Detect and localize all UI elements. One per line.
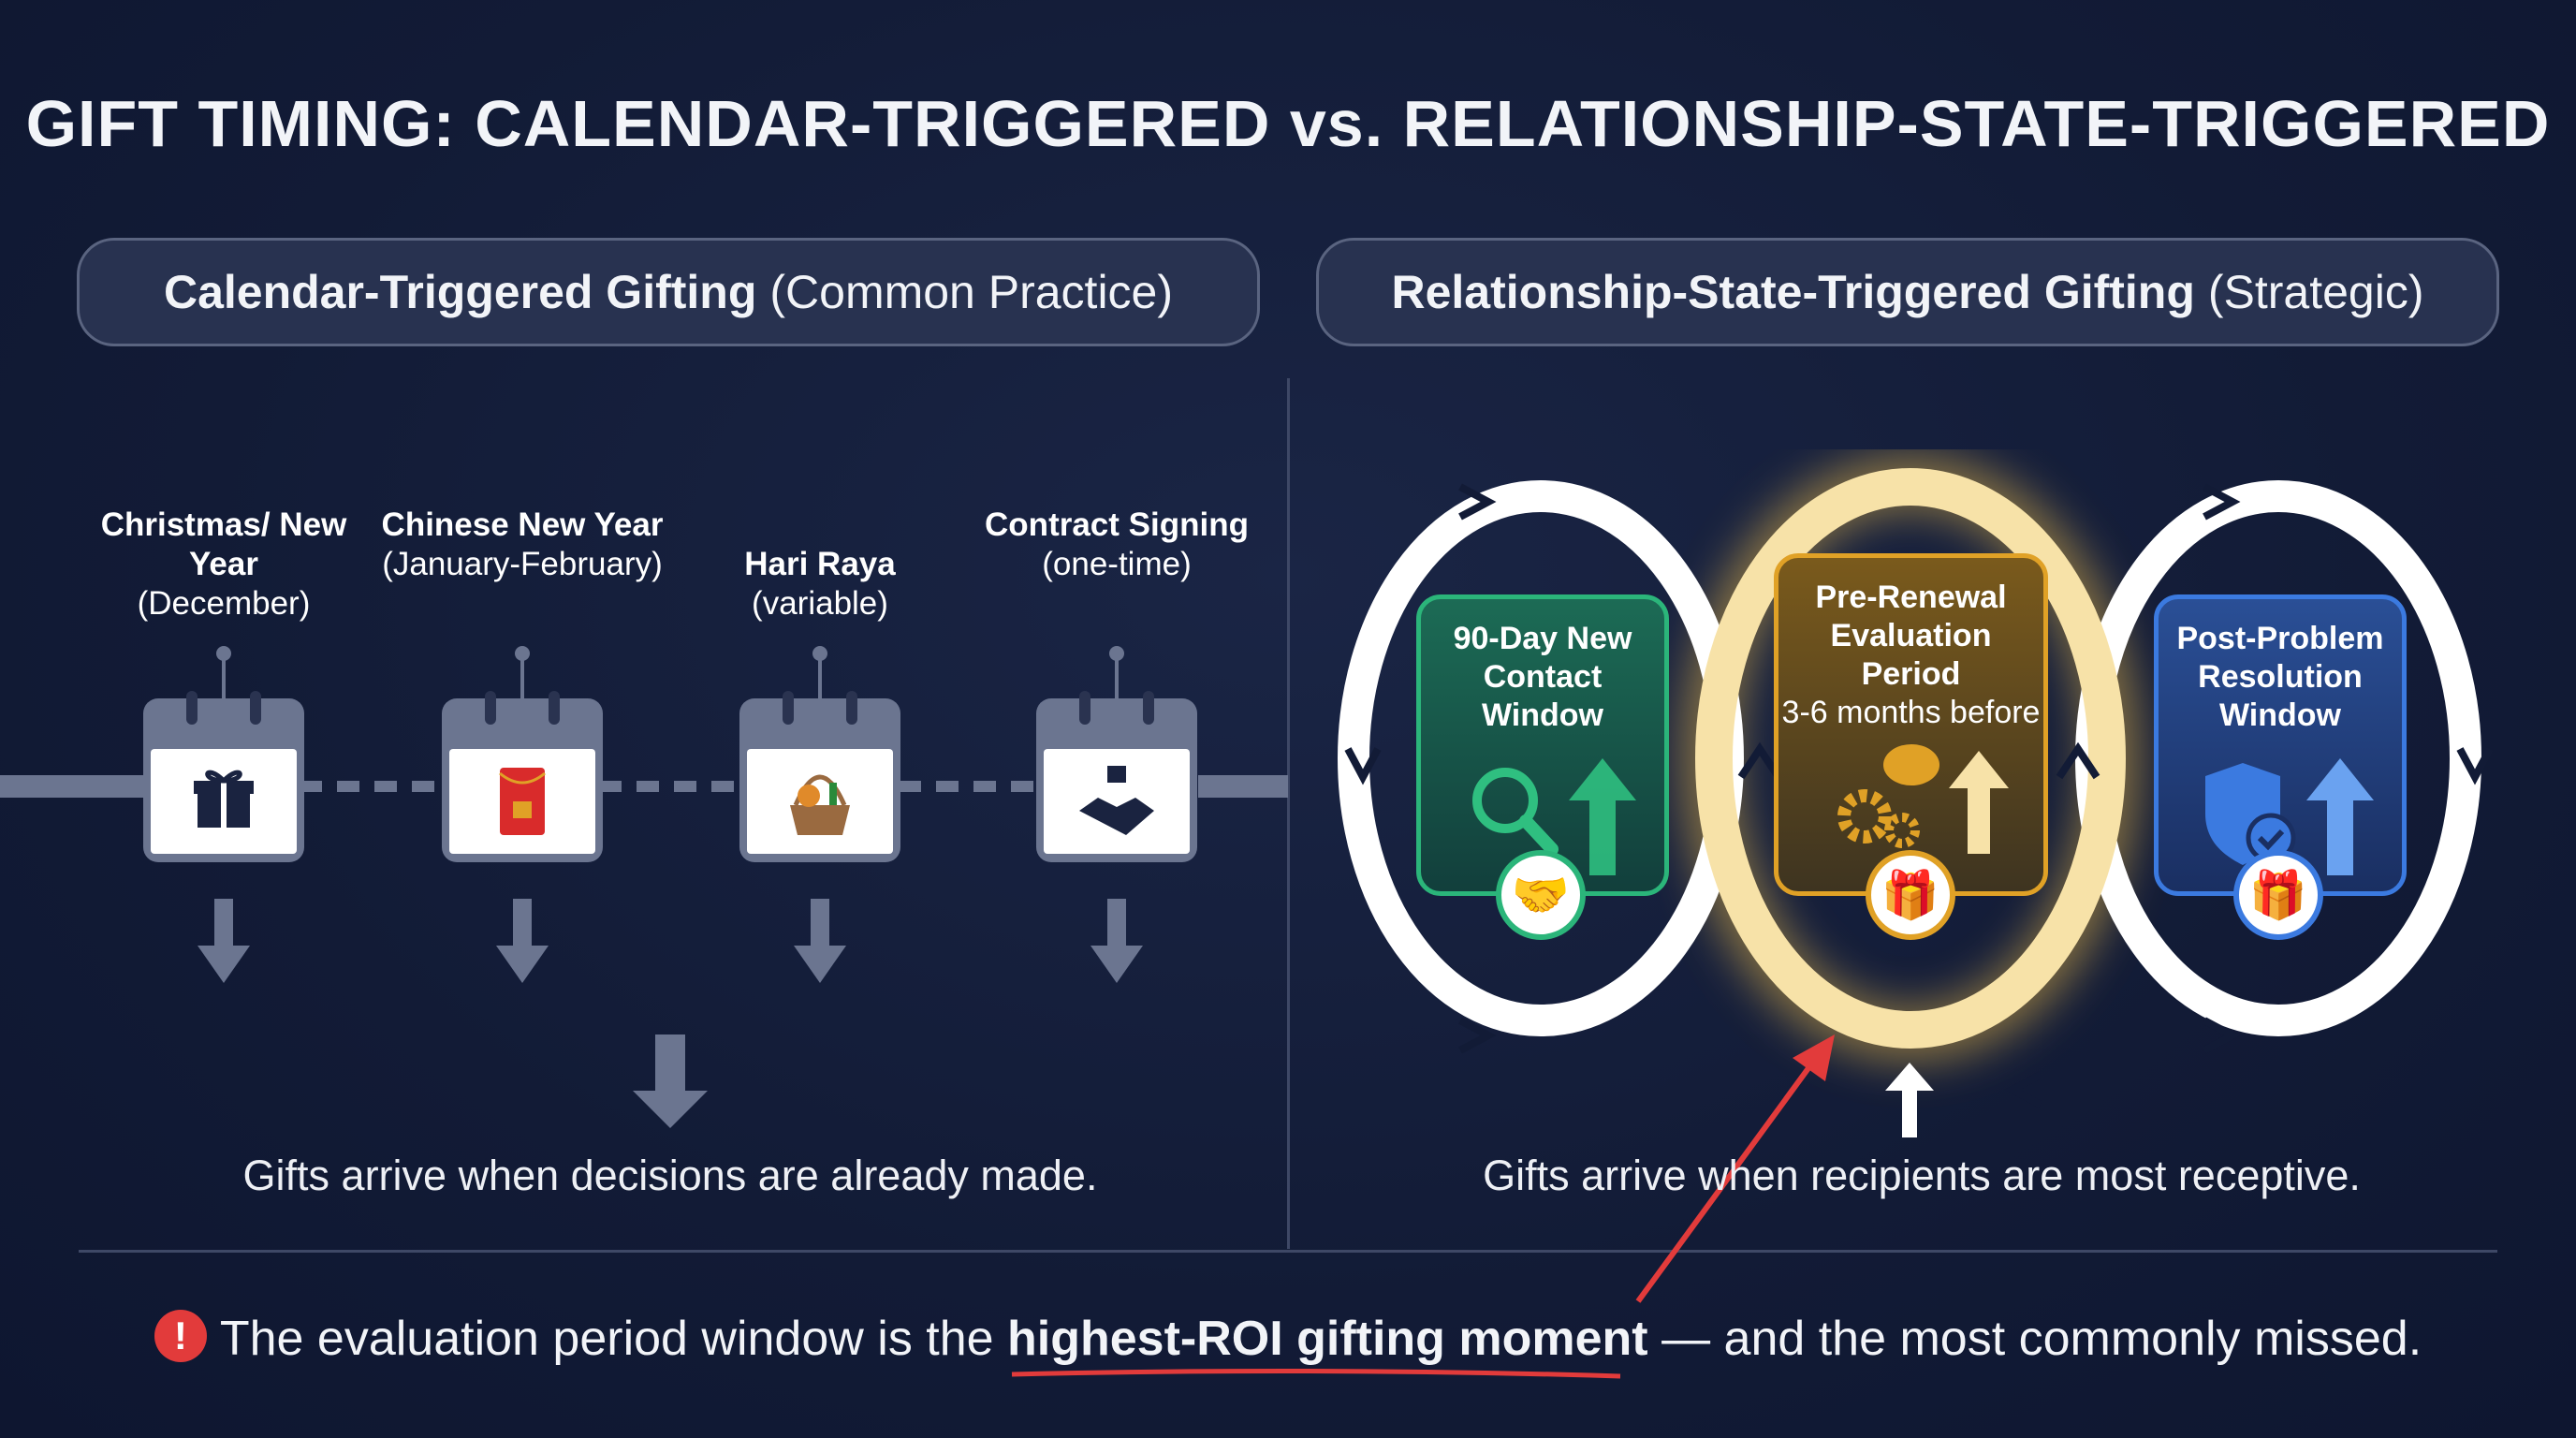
calendar-4 <box>1036 646 1197 983</box>
insight-pre: The evaluation period window is the <box>219 1312 1008 1366</box>
card-title: Post-Problem Resolution Window <box>2176 621 2384 733</box>
down-arrow-icon <box>198 899 250 983</box>
right-caption: Gifts arrive when recipients are most re… <box>1483 1152 2361 1199</box>
card-post-problem: Post-Problem Resolution Window <box>2154 594 2407 896</box>
exclamation-icon: ! <box>154 1310 207 1363</box>
up-arrow-icon <box>1948 751 2009 854</box>
handshake-icon: 🤝 <box>1496 850 1586 940</box>
down-arrow-icon <box>496 899 549 983</box>
gears-chat-icon <box>1837 744 2009 854</box>
insight-post: — and the most commonly missed. <box>1647 1312 2422 1366</box>
event-label-contract: Contract Signing(one-time) <box>985 506 1249 582</box>
right-panel-header: Relationship-State-Triggered Gifting(Str… <box>1316 238 2499 346</box>
left-header-note: (Common Practice) <box>769 266 1174 318</box>
ring-pre-renewal <box>1695 468 2126 1049</box>
calendar-2 <box>442 646 603 983</box>
red-envelope-icon <box>499 768 546 835</box>
card-pre-renewal: Pre-Renewal Evaluation Period 3-6 months… <box>1774 553 2048 896</box>
pointer-arrows <box>1635 1034 1934 1303</box>
handshake-gift-icon <box>1079 766 1154 835</box>
down-arrow-icon <box>794 899 846 983</box>
insight-highlight: highest-ROI gifting moment <box>1007 1311 1648 1379</box>
up-arrow-icon <box>2306 758 2374 875</box>
card-title: Pre-Renewal Evaluation Period <box>1815 580 2007 692</box>
right-header-note: (Strategic) <box>2207 266 2424 318</box>
red-arrow-icon <box>1793 1034 1835 1081</box>
gift-icon <box>194 770 254 828</box>
card-subtitle: 3-6 months before <box>1781 695 2041 730</box>
white-up-arrow-icon <box>1885 1063 1934 1137</box>
calendar-3 <box>739 646 900 983</box>
page-title: GIFT TIMING: CALENDAR-TRIGGERED vs. RELA… <box>25 87 2551 160</box>
hamper-basket-icon <box>790 774 850 835</box>
gift-icon: 🎁 <box>1866 850 1955 940</box>
calendar-timeline <box>0 646 1288 1128</box>
up-arrow-icon <box>1569 758 1636 875</box>
card-title: 90-Day New Contact Window <box>1453 621 1632 733</box>
calendar-1 <box>143 646 304 983</box>
shield-check-icon <box>2205 758 2374 875</box>
event-label-christmas: Christmas/ New Year(December) <box>100 506 347 622</box>
card-new-contact: 90-Day New Contact Window <box>1416 594 1669 896</box>
horizontal-divider <box>79 1250 2497 1253</box>
down-arrow-icon <box>1090 899 1143 983</box>
magnifier-icon <box>1472 758 1636 875</box>
left-caption: Gifts arrive when decisions are already … <box>242 1152 1098 1199</box>
event-label-cny: Chinese New Year(January-February) <box>381 506 664 582</box>
summary-down-arrow <box>633 1034 708 1128</box>
gift-icon: 🎁 <box>2233 850 2323 940</box>
relationship-cycle <box>1338 459 2494 1108</box>
key-insight: !The evaluation period window is the hig… <box>0 1310 2576 1379</box>
vertical-divider <box>1287 378 1290 1249</box>
left-panel-header: Calendar-Triggered Gifting(Common Practi… <box>77 238 1260 346</box>
left-header-bold: Calendar-Triggered Gifting <box>163 266 757 318</box>
right-header-bold: Relationship-State-Triggered Gifting <box>1391 266 2195 318</box>
event-label-hari-raya: Hari Raya(variable) <box>744 546 896 622</box>
